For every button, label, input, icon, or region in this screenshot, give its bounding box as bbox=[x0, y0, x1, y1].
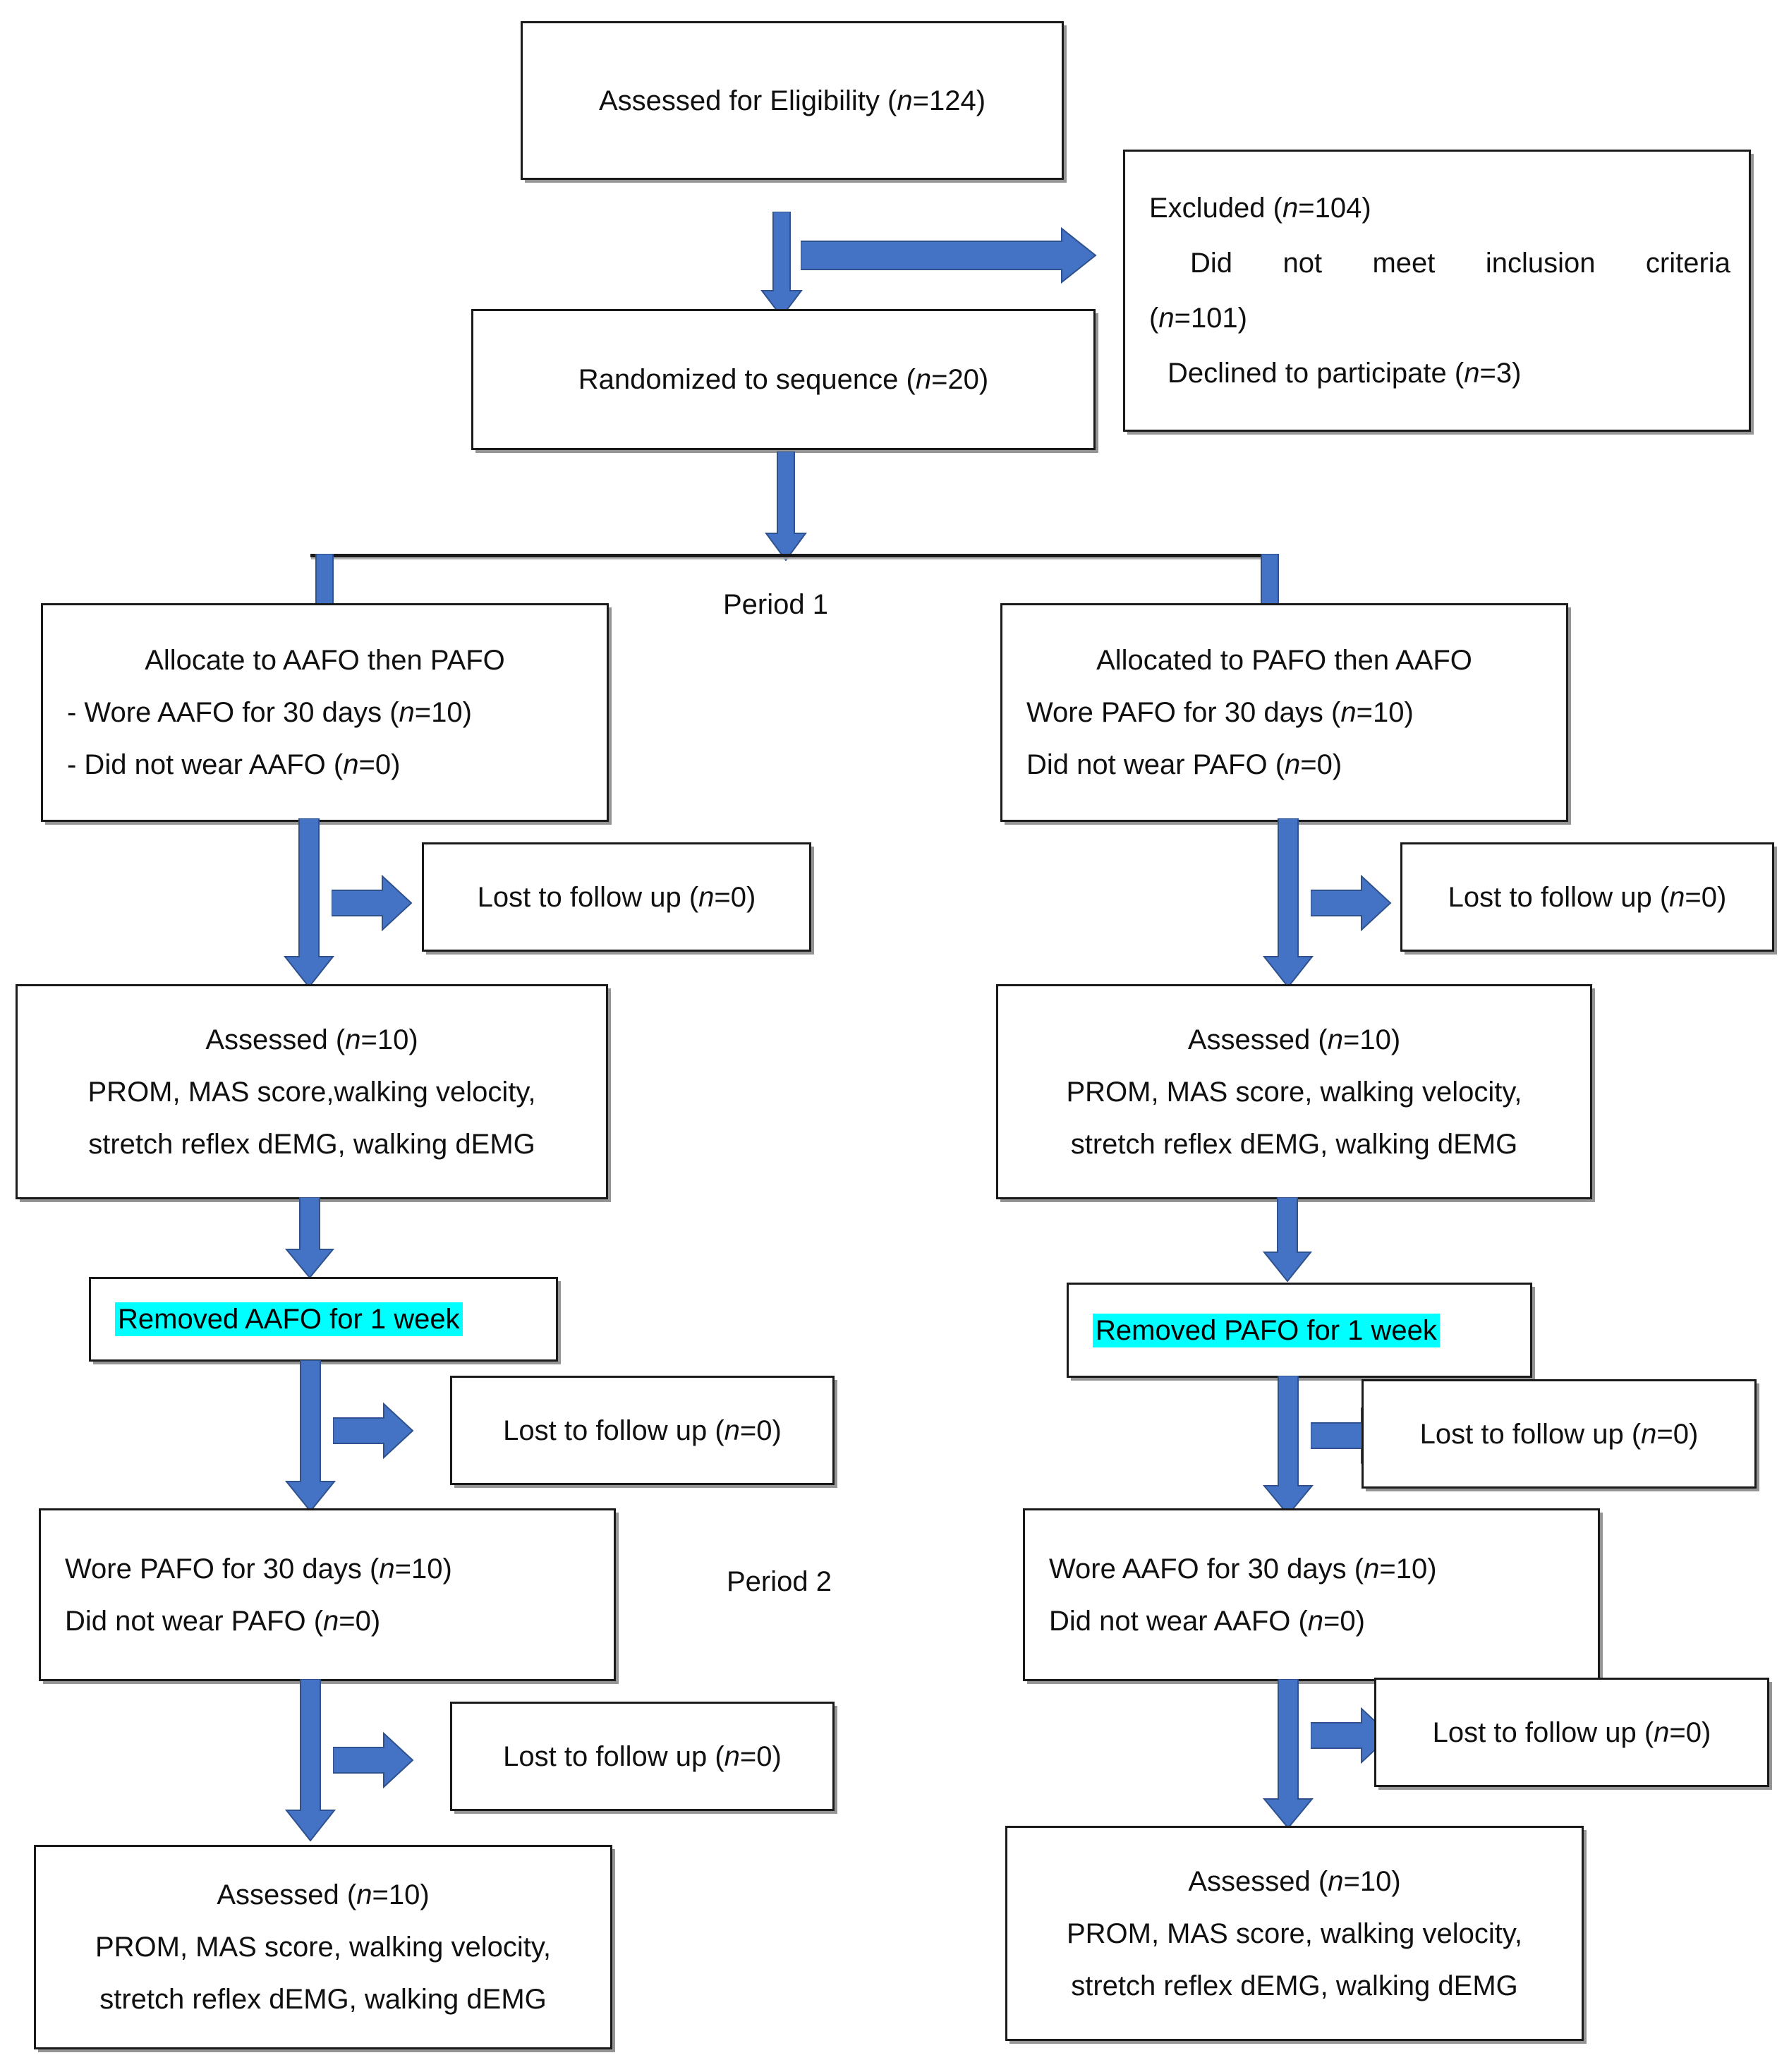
assessed1-right-line-3: stretch reflex dEMG, walking dEMG bbox=[1070, 1128, 1518, 1160]
allocate-right-title: Allocated to PAFO then AAFO bbox=[1096, 645, 1472, 676]
node-allocate-right: Allocated to PAFO then AAFO Wore PAFO fo… bbox=[1000, 603, 1568, 822]
allocate-right-line-2: Did not wear PAFO (n=0) bbox=[1026, 749, 1342, 780]
label-period-1: Period 1 bbox=[723, 589, 828, 620]
node-lost-followup-3-left: Lost to follow up (n=0) bbox=[450, 1702, 835, 1811]
excluded-reason-1-w4: criteria bbox=[1645, 248, 1730, 279]
eligibility-text: Assessed for Eligibility (n=124) bbox=[598, 85, 986, 116]
arrow-assessed1-right-to-washout bbox=[1263, 1197, 1312, 1282]
arrow-period2-left-to-lost3 bbox=[333, 1732, 414, 1788]
node-lost-followup-2-right: Lost to follow up (n=0) bbox=[1362, 1379, 1757, 1489]
lost1-right-text: Lost to follow up (n=0) bbox=[1448, 881, 1727, 913]
washout-right-wrap: Removed PAFO for 1 week bbox=[1069, 1304, 1530, 1357]
washout-left-wrap: Removed AAFO for 1 week bbox=[91, 1293, 556, 1345]
washout-right-text: Removed PAFO for 1 week bbox=[1093, 1313, 1440, 1347]
excluded-reason-1-w2: meet bbox=[1372, 248, 1436, 279]
assessed2-right-line-2: PROM, MAS score, walking velocity, bbox=[1066, 1917, 1523, 1949]
period2-right-line-2: Did not wear AAFO (n=0) bbox=[1049, 1605, 1365, 1637]
arrow-allocate-left-to-lost1 bbox=[332, 875, 413, 931]
allocate-left-line-1: - Wore AAFO for 30 days (n=10) bbox=[67, 697, 472, 728]
allocate-left-line-2: - Did not wear AAFO (n=0) bbox=[67, 749, 401, 780]
arrow-allocate-left-to-assessed bbox=[284, 818, 334, 988]
lost3-right-text: Lost to follow up (n=0) bbox=[1432, 1716, 1711, 1748]
node-lost-followup-1-right: Lost to follow up (n=0) bbox=[1400, 842, 1774, 952]
node-period2-left: Wore PAFO for 30 days (n=10) Did not wea… bbox=[39, 1508, 616, 1681]
arrow-washout-right-to-period2 bbox=[1263, 1376, 1314, 1515]
node-lost-followup-2-left: Lost to follow up (n=0) bbox=[450, 1376, 835, 1485]
lost3-left-text: Lost to follow up (n=0) bbox=[503, 1740, 782, 1772]
randomized-text: Randomized to sequence (n=20) bbox=[578, 364, 989, 395]
assessed1-right-line-1: Assessed (n=10) bbox=[1187, 1024, 1401, 1055]
lost2-left-text: Lost to follow up (n=0) bbox=[503, 1414, 782, 1446]
node-excluded: Excluded (n=104) Did not meet inclusion … bbox=[1123, 150, 1751, 432]
arrow-washout-left-to-period2 bbox=[285, 1360, 336, 1512]
node-washout-left: Removed AAFO for 1 week bbox=[89, 1277, 558, 1362]
node-assessed-eligibility: Assessed for Eligibility (n=124) bbox=[521, 21, 1064, 180]
arrow-allocate-right-to-lost1 bbox=[1311, 875, 1392, 931]
split-line-period1 bbox=[310, 554, 1270, 557]
node-assessed-period2-left: Assessed (n=10) PROM, MAS score, walking… bbox=[34, 1845, 612, 2049]
lost2-right-text: Lost to follow up (n=0) bbox=[1419, 1418, 1699, 1450]
arrow-period2-right-to-assessed bbox=[1263, 1679, 1314, 1829]
assessed2-right-line-1: Assessed (n=10) bbox=[1188, 1865, 1401, 1897]
assessed2-left-line-1: Assessed (n=10) bbox=[217, 1879, 430, 1910]
lost1-left-text: Lost to follow up (n=0) bbox=[477, 881, 756, 913]
label-period-2: Period 2 bbox=[727, 1566, 832, 1597]
assessed2-left-line-3: stretch reflex dEMG, walking dEMG bbox=[99, 1984, 547, 2015]
node-assessed-period1-right: Assessed (n=10) PROM, MAS score, walking… bbox=[996, 984, 1592, 1199]
node-period2-right: Wore AAFO for 30 days (n=10) Did not wea… bbox=[1023, 1508, 1600, 1681]
assessed2-left-line-2: PROM, MAS score, walking velocity, bbox=[95, 1932, 552, 1963]
arrow-allocate-right-to-assessed bbox=[1263, 818, 1314, 988]
allocate-right-line-1: Wore PAFO for 30 days (n=10) bbox=[1026, 697, 1414, 728]
arrow-eligibility-to-excluded bbox=[801, 226, 1097, 286]
assessed1-left-line-2: PROM, MAS score,walking velocity, bbox=[87, 1076, 536, 1108]
excluded-title: Excluded (n=104) bbox=[1149, 193, 1371, 224]
node-assessed-period1-left: Assessed (n=10) PROM, MAS score,walking … bbox=[16, 984, 608, 1199]
arrow-eligibility-to-randomized bbox=[760, 212, 803, 317]
period2-left-line-2: Did not wear PAFO (n=0) bbox=[65, 1605, 381, 1637]
node-washout-right: Removed PAFO for 1 week bbox=[1067, 1283, 1532, 1378]
excluded-reason-1-count: (n=101) bbox=[1149, 303, 1247, 334]
node-randomized: Randomized to sequence (n=20) bbox=[471, 309, 1096, 450]
node-assessed-period2-right: Assessed (n=10) PROM, MAS score, walking… bbox=[1005, 1826, 1584, 2041]
excluded-reason-1-w3: inclusion bbox=[1485, 248, 1596, 279]
excluded-reason-2: Declined to participate (n=3) bbox=[1168, 358, 1522, 389]
assessed1-left-line-1: Assessed (n=10) bbox=[205, 1024, 418, 1055]
node-allocate-left: Allocate to AAFO then PAFO - Wore AAFO f… bbox=[41, 603, 609, 822]
excluded-reason-1-w0: Did bbox=[1190, 248, 1233, 279]
washout-left-text: Removed AAFO for 1 week bbox=[115, 1302, 463, 1336]
excluded-reason-1: Did not meet inclusion criteria bbox=[1125, 236, 1749, 291]
excluded-reason-1-w1: not bbox=[1282, 248, 1323, 279]
assessed1-left-line-3: stretch reflex dEMG, walking dEMG bbox=[88, 1128, 535, 1160]
node-lost-followup-1-left: Lost to follow up (n=0) bbox=[422, 842, 811, 952]
assessed2-right-line-3: stretch reflex dEMG, walking dEMG bbox=[1071, 1970, 1518, 2001]
period2-right-line-1: Wore AAFO for 30 days (n=10) bbox=[1049, 1553, 1437, 1585]
allocate-left-title: Allocate to AAFO then PAFO bbox=[145, 645, 505, 676]
arrow-assessed1-left-to-washout bbox=[285, 1197, 334, 1278]
arrow-washout-left-to-lost2 bbox=[333, 1402, 414, 1459]
arrow-randomized-to-split bbox=[765, 452, 807, 561]
assessed1-right-line-2: PROM, MAS score, walking velocity, bbox=[1066, 1076, 1522, 1108]
arrow-period2-left-to-assessed bbox=[285, 1679, 336, 1841]
period2-left-line-1: Wore PAFO for 30 days (n=10) bbox=[65, 1553, 452, 1585]
node-lost-followup-3-right: Lost to follow up (n=0) bbox=[1374, 1678, 1769, 1787]
